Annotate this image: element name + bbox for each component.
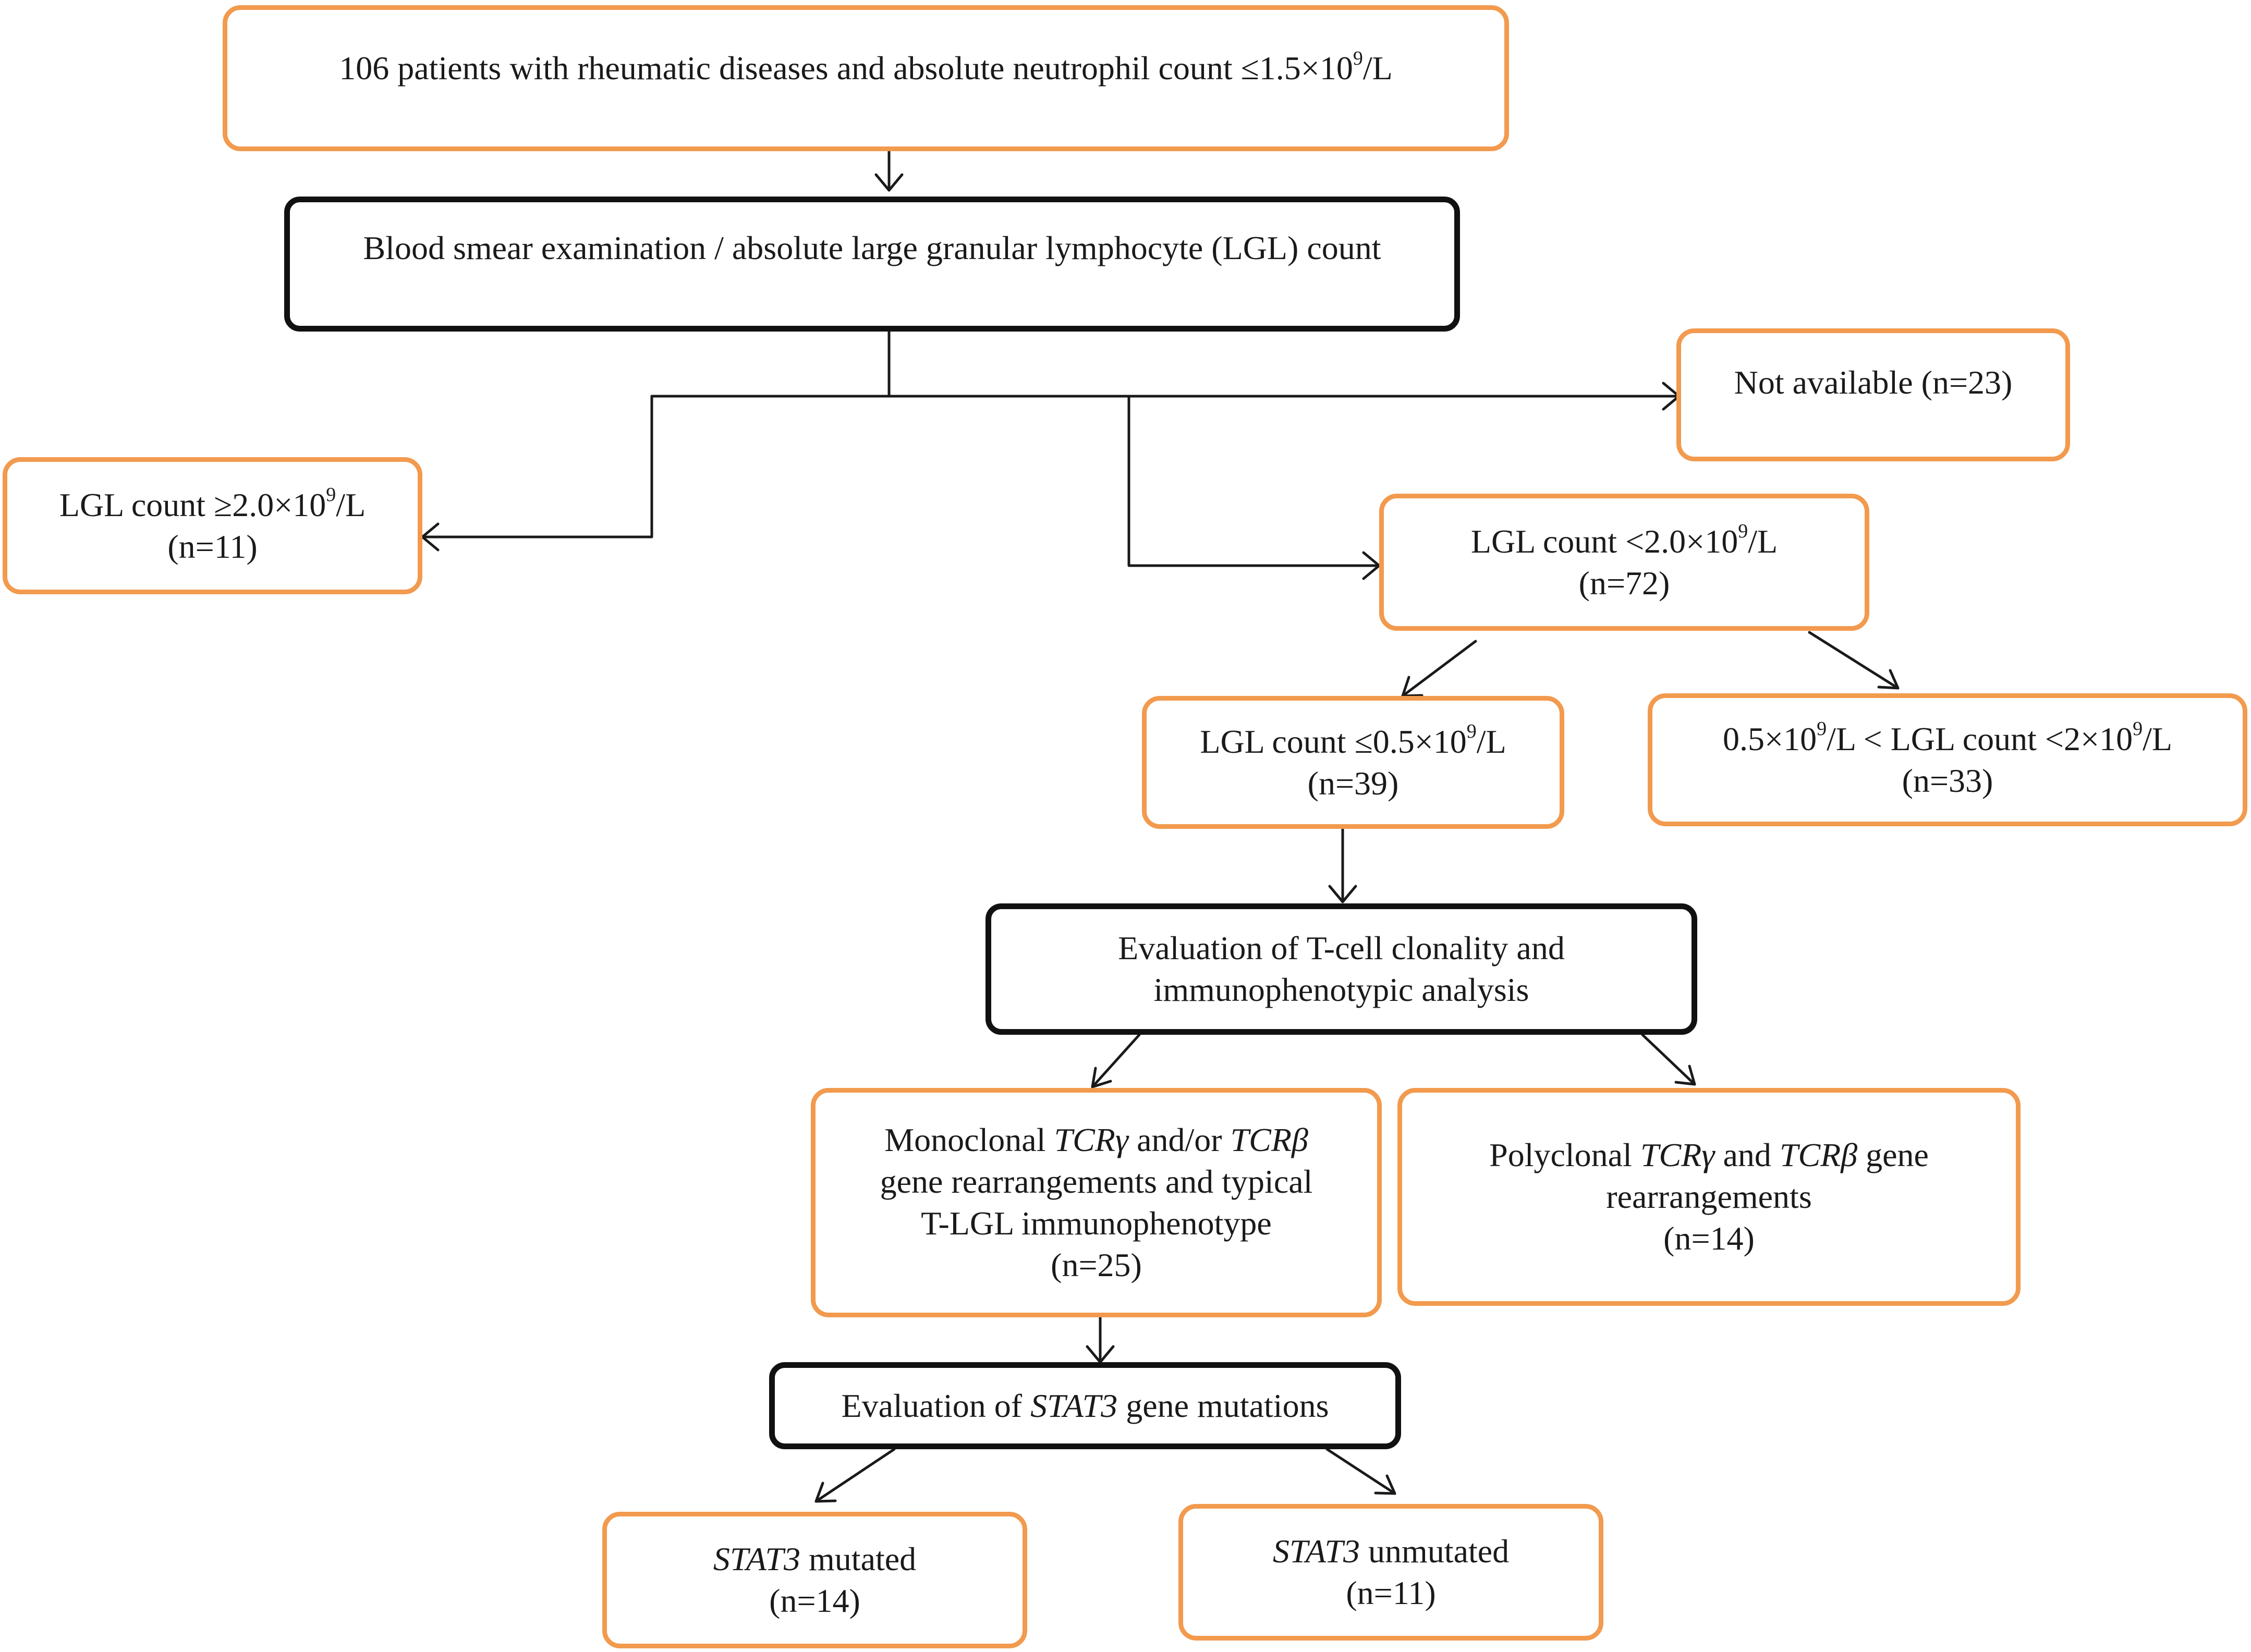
node-stat3-unmutated-line2: (n=11): [1346, 1574, 1436, 1611]
node-clonality-line1: Evaluation of T-cell clonality and: [1118, 929, 1565, 966]
arrowhead-to-clonality: [1328, 885, 1357, 903]
node-stat3-mutated: STAT3 mutated (n=14): [602, 1512, 1027, 1648]
node-lgl-very-low: LGL count ≤0.5×109/L (n=39): [1142, 696, 1564, 829]
node-polyclonal-line1: Polyclonal TCRγ and TCRβ gene: [1489, 1136, 1929, 1173]
arrowhead-to-lgl-mid: [1877, 669, 1900, 690]
node-lgl-mid: 0.5×109/L < LGL count <2×109/L (n=33): [1648, 693, 2247, 826]
arrowhead-start-to-smear: [874, 173, 904, 192]
node-blood-smear-text: Blood smear examination / absolute large…: [363, 229, 1381, 266]
node-polyclonal-line3: (n=14): [1663, 1220, 1755, 1257]
connector-to-lgl-mid: [1808, 631, 1900, 690]
node-lgl-very-low-line2: (n=39): [1307, 764, 1399, 802]
node-clonality-evaluation: Evaluation of T-cell clonality and immun…: [985, 903, 1697, 1035]
node-monoclonal-line4: (n=25): [1051, 1246, 1142, 1283]
node-start-text: 106 patients with rheumatic diseases and…: [339, 47, 1393, 87]
connector-to-lgl-low: [1127, 395, 1381, 567]
connector-to-monoclonal: [1091, 1033, 1141, 1088]
node-polyclonal: Polyclonal TCRγ and TCRβ gene rearrangem…: [1397, 1088, 2021, 1306]
node-start: 106 patients with rheumatic diseases and…: [223, 5, 1509, 151]
arrowhead-to-stat3-unmutated: [1374, 1474, 1396, 1495]
connector-to-lgl-high: [421, 395, 653, 539]
node-lgl-mid-line1: 0.5×109/L < LGL count <2×109/L: [1723, 718, 2172, 757]
node-stat3-mutated-line2: (n=14): [769, 1582, 860, 1619]
node-not-available-text: Not available (n=23): [1734, 364, 2013, 401]
node-lgl-high: LGL count ≥2.0×109/L (n=11): [3, 457, 422, 594]
connector-to-lgl-very-low: [1401, 640, 1477, 697]
arrowhead-to-lgl-high: [421, 522, 440, 552]
node-stat3-evaluation-text: Evaluation of STAT3 gene mutations: [841, 1387, 1329, 1424]
arrowhead-to-stat3-mutated: [814, 1482, 837, 1503]
node-stat3-mutated-line1: STAT3 mutated: [713, 1540, 917, 1577]
node-lgl-high-line1: LGL count ≥2.0×109/L: [59, 484, 366, 523]
node-monoclonal-line2: gene rearrangements and typical: [880, 1163, 1313, 1200]
node-lgl-low-line2: (n=72): [1578, 564, 1670, 602]
node-polyclonal-line2: rearrangements: [1606, 1178, 1812, 1215]
node-stat3-unmutated: STAT3 unmutated (n=11): [1178, 1504, 1603, 1641]
arrowhead-to-monoclonal: [1091, 1067, 1112, 1088]
node-lgl-low: LGL count <2.0×109/L (n=72): [1379, 494, 1869, 631]
node-lgl-high-line2: (n=11): [167, 528, 258, 565]
node-monoclonal-line3: T-LGL immunophenotype: [921, 1205, 1272, 1242]
connector-to-polyclonal: [1641, 1033, 1696, 1086]
node-clonality-line2: immunophenotypic analysis: [1153, 971, 1529, 1008]
node-monoclonal-line1: Monoclonal TCRγ and/or TCRβ: [884, 1121, 1308, 1158]
connector-to-stat3-unmutated: [1325, 1448, 1396, 1495]
node-not-available: Not available (n=23): [1676, 328, 2070, 461]
connector-to-stat3-mutated: [814, 1448, 896, 1503]
node-lgl-low-line1: LGL count <2.0×109/L: [1470, 520, 1778, 560]
node-stat3-evaluation: Evaluation of STAT3 gene mutations: [769, 1362, 1401, 1449]
node-stat3-unmutated-line1: STAT3 unmutated: [1272, 1533, 1510, 1570]
arrowhead-to-polyclonal: [1674, 1064, 1696, 1086]
node-blood-smear: Blood smear examination / absolute large…: [284, 197, 1460, 332]
node-lgl-very-low-line1: LGL count ≤0.5×109/L: [1200, 720, 1506, 760]
node-lgl-mid-line2: (n=33): [1902, 762, 1993, 799]
node-monoclonal: Monoclonal TCRγ and/or TCRβ gene rearran…: [811, 1088, 1382, 1317]
